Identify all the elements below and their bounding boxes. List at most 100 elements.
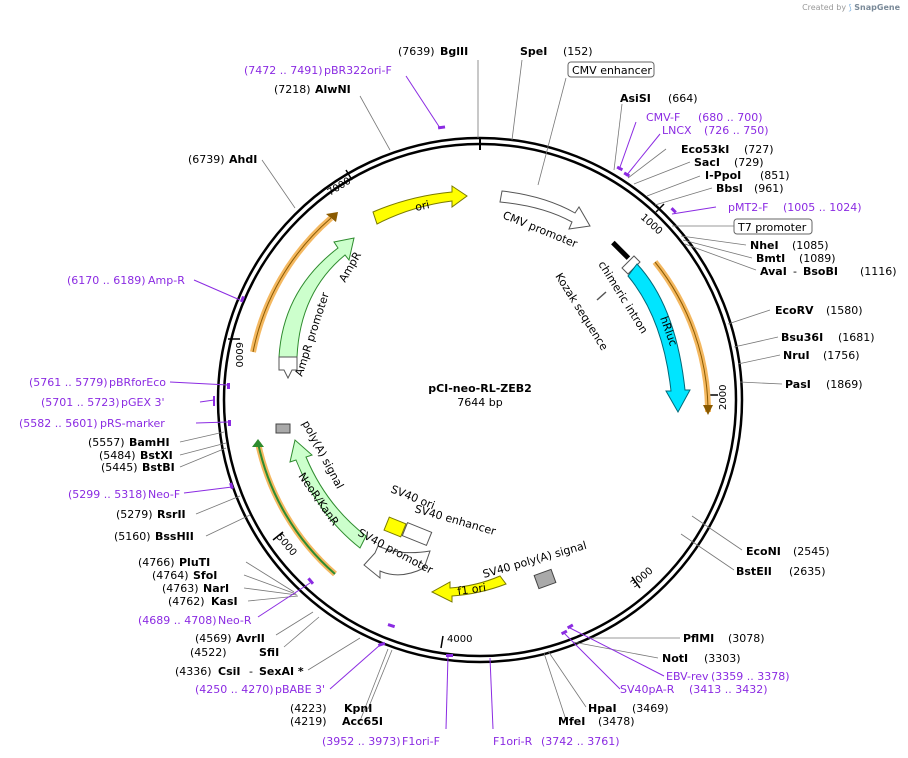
- site-bsshii-pos: (5160): [114, 530, 151, 543]
- site-avrii-pos: (4569): [195, 632, 232, 645]
- t7-promoter-label: T7 promoter: [737, 221, 807, 234]
- site-kpni-pos: (4223): [290, 702, 327, 715]
- primer-neor-range: (4689 .. 4708): [138, 614, 217, 627]
- site-mfei-name: MfeI: [558, 715, 585, 728]
- site-bsu36i-name: Bsu36I: [781, 331, 823, 344]
- primer-neof-range: (5299 .. 5318): [68, 488, 147, 501]
- t7-promoter-box: [733, 218, 813, 235]
- credit-brand: SnapGene: [854, 3, 900, 12]
- primer-labels: (7472 .. 7491) pBR322ori-F CMV-F (680 ..…: [19, 64, 862, 748]
- primer-sv40pa-name: SV40pA-R: [620, 683, 675, 696]
- f1-ori-arrow: [430, 575, 507, 603]
- site-avai-name: AvaI: [760, 265, 787, 278]
- primer-pgex-range: (5701 .. 5723): [41, 396, 120, 409]
- cmv-promoter-arrow: [499, 190, 591, 230]
- primer-cmvf-name: CMV-F: [646, 111, 680, 124]
- site-nari-name: NarI: [203, 582, 229, 595]
- neor-orf-line: [257, 442, 336, 575]
- primer-pbr322ori-name: pBR322ori-F: [324, 64, 392, 77]
- site-pasi-pos: (1869): [826, 378, 863, 391]
- cmv-enhancer-box: [567, 61, 655, 78]
- site-pluti-name: PluTI: [179, 556, 210, 569]
- site-labels: (7639) BglII SpeI (152) AsiSI (664) Eco5…: [88, 45, 897, 728]
- primer-sv40pa-range: (3413 .. 3432): [689, 683, 768, 696]
- site-nhei-pos: (1085): [792, 239, 829, 252]
- primer-lncx-range: (726 .. 750): [704, 124, 769, 137]
- site-acc65i-name: Acc65I: [342, 715, 383, 728]
- site-bstxi-pos: (5484): [99, 449, 136, 462]
- site-csii-name: CsiI: [218, 665, 240, 678]
- plasmid-length: 7644 bp: [457, 396, 502, 409]
- primer-neor-name: Neo-R: [218, 614, 252, 627]
- site-pluti-pos: (4766): [138, 556, 175, 569]
- neor-orf-arrowhead: [252, 439, 264, 447]
- tick-2000: 2000: [718, 385, 729, 410]
- sv40-enhancer-box: [401, 521, 433, 547]
- site-nrui-name: NruI: [783, 349, 810, 362]
- site-acc65i-pos: (4219): [290, 715, 327, 728]
- hrluc-orf-line: [654, 261, 709, 413]
- chimeric-intron-bar: [611, 240, 631, 260]
- ori-arrow: [372, 185, 468, 225]
- feature-sv40-polya-label: SV40 poly(A) signal: [481, 539, 588, 581]
- primer-pbrforeco-name: pBRforEco: [109, 376, 166, 389]
- site-kpni-name: KpnI: [344, 702, 372, 715]
- primer-ebv-name: EBV-rev: [666, 670, 709, 683]
- site-bglii-pos: (7639): [398, 45, 435, 58]
- site-nari-pos: (4763): [162, 582, 199, 595]
- site-noti-name: NotI: [662, 652, 688, 665]
- site-bsteii-pos: (2635): [789, 565, 826, 578]
- primer-pgex-name: pGEX 3': [121, 396, 165, 409]
- feature-kozak-label: Kozak sequence: [552, 271, 610, 353]
- site-avrii-name: AvrII: [236, 632, 265, 645]
- site-asisi-name: AsiSI: [620, 92, 651, 105]
- site-pflmi-name: PflMI: [683, 632, 714, 645]
- site-bsteii-name: BstEII: [736, 565, 772, 578]
- feature-ori-label: ori: [414, 198, 431, 214]
- hrluc-orf-arrowhead: [703, 405, 713, 415]
- site-kasi-name: KasI: [211, 595, 238, 608]
- primer-pbabe-range: (4250 .. 4270): [195, 683, 274, 696]
- primer-f1orif-name: F1ori-F: [402, 735, 440, 748]
- site-spei-name: SpeI: [520, 45, 547, 58]
- site-bsu36i-pos: (1681): [838, 331, 875, 344]
- neor-arrow: [289, 439, 367, 549]
- ampr-orf-line: [252, 217, 332, 353]
- site-sfii-name: SfiI: [259, 646, 279, 659]
- snapgene-credit: Created by ⟆ SnapGene: [802, 3, 900, 12]
- site-bglii-name: BglII: [440, 45, 468, 58]
- site-leaders: [179, 59, 783, 722]
- sv40-polya-box: [533, 568, 557, 590]
- tick-1000: 1000: [638, 212, 664, 237]
- site-avai-pos: (1116): [860, 265, 897, 278]
- site-saci-pos: (729): [734, 156, 764, 169]
- primer-marks: [213, 125, 677, 657]
- tick-1000-mark: [655, 203, 665, 213]
- site-ecorv-pos: (1580): [826, 304, 863, 317]
- site-bstbi-name: BstBI: [142, 461, 175, 474]
- hrluc-arrow: [627, 263, 691, 414]
- site-sfoi-pos: (4764): [152, 569, 189, 582]
- site-hpai-name: HpaI: [588, 702, 617, 715]
- site-csii-pos: (4336): [175, 665, 212, 678]
- site-bstbi-pos: (5445): [101, 461, 138, 474]
- site-bstxi-name: BstXI: [140, 449, 173, 462]
- site-bsobi-name: BsoBI: [803, 265, 838, 278]
- site-alwni-name: AlwNI: [315, 83, 351, 96]
- chimeric-intron-box: [621, 255, 641, 275]
- primer-prs-range: (5582 .. 5601): [19, 417, 98, 430]
- site-eco53ki-pos: (727): [744, 143, 774, 156]
- tick-4000: 4000: [447, 634, 472, 645]
- credit-prefix: Created by: [802, 3, 847, 12]
- sv40-promoter-arrow: [363, 545, 431, 580]
- site-noti-pos: (3303): [704, 652, 741, 665]
- primer-pbr322ori-range: (7472 .. 7491): [244, 64, 323, 77]
- tick-4000-mark: [440, 635, 444, 649]
- boxed-features: CMV enhancer T7 promoter: [567, 61, 813, 235]
- site-nhei-name: NheI: [750, 239, 779, 252]
- site-bamhi-name: BamHI: [129, 436, 170, 449]
- primer-f1orir-name: F1ori-R: [493, 735, 533, 748]
- primer-leaders: [169, 75, 717, 730]
- site-pflmi-pos: (3078): [728, 632, 765, 645]
- site-ecorv-name: EcoRV: [775, 304, 814, 317]
